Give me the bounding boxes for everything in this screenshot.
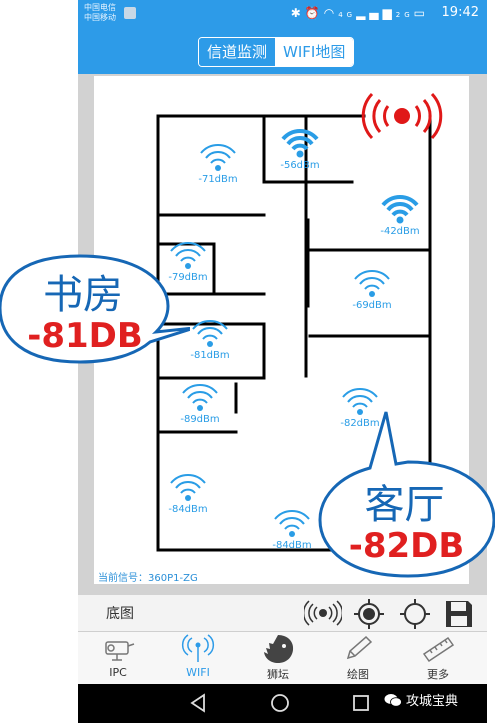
signal-label: -42dBm [380,226,420,237]
watermark-text: 攻城宝典 [406,694,459,709]
signal-bars-icon: ▂▄▆ [356,6,396,20]
tab-ipc[interactable]: IPC [78,632,158,685]
recents-icon[interactable] [350,692,372,714]
signal-marker[interactable]: -84dBm [264,508,320,551]
wifi-antenna-icon [181,634,215,662]
lion-icon [264,635,294,663]
save-icon[interactable] [444,599,474,629]
signal-marker[interactable]: -82dBm [332,386,388,429]
wifi-weak-icon [170,241,206,269]
current-signal-label: 当前信号：360P1-ZG [98,573,198,584]
signal-label: -84dBm [272,540,312,551]
tab-channel-monitor[interactable]: 信道监测 [199,38,276,66]
pencil-icon [346,635,373,660]
bluetooth-icon: ✱ [290,6,305,20]
app-bar: 信道监测 WIFI地图 [78,30,487,74]
clock: 19:42 [441,5,479,20]
signal-label: -69dBm [352,300,392,311]
tab-draw[interactable]: 绘图 [318,632,398,685]
callout-living-room-value: -82DB [348,526,465,566]
tab-ipc-label: IPC [109,666,127,679]
carrier-1: 中国电信 [84,3,116,12]
signal-label: -56dBm [280,160,320,171]
bottom-tab-bar: IPC WIFI 狮坛 绘图 更多 [78,631,487,684]
signal-marker[interactable]: -84dBm [160,472,216,515]
ruler-icon [422,636,455,663]
wifi-strong-icon [381,194,419,224]
watermark: 攻城宝典 [384,690,458,709]
signal-marker[interactable]: -81dBm [182,318,238,361]
signal-label: -84dBm [168,504,208,515]
crosshair-icon[interactable] [400,599,430,629]
wifi-status-icon: ◠ [323,6,339,20]
tab-draw-label: 绘图 [347,668,369,681]
signal-marker[interactable]: -56dBm [272,128,328,171]
wifi-strong-icon [281,128,319,158]
net-badge-1: 4G [338,11,357,19]
callout-living-room-name: 客厅 [364,482,445,528]
signal-waves-icon[interactable] [304,599,342,627]
signal-label: -71dBm [198,174,238,185]
signal-marker[interactable]: -42dBm [372,194,428,237]
map-area: -71dBm -56dBm -42dBm -79dBm -69dBm -81dB… [78,74,487,595]
status-bar: 中国电信 中国移动 ✱⏰◠4G▂▄▆2G▭ 19:42 [78,0,487,30]
signal-label: -82dBm [340,418,380,429]
signal-marker[interactable]: -69dBm [344,268,400,311]
signal-label: -89dBm [180,414,220,425]
basemap-button[interactable]: 底图 [106,606,134,622]
tab-wifi-label: WIFI [186,666,210,679]
floor-plan [156,92,443,552]
battery-icon: ▭ [413,6,429,20]
tab-more[interactable]: 更多 [398,632,478,685]
target-filled-icon[interactable] [354,599,384,629]
callout-study-value: -81DB [27,316,143,356]
signal-label: -81dBm [190,350,230,361]
tab-more-label: 更多 [427,668,449,681]
wechat-icon [384,694,402,707]
signal-label: -79dBm [168,272,208,283]
system-nav-bar [78,684,487,723]
status-icons: ✱⏰◠4G▂▄▆2G▭ [291,6,429,20]
wifi-weak-icon [274,509,310,537]
wifi-weak-icon [182,383,218,411]
wifi-weak-icon [192,319,228,347]
callout-study-room: 书房 [43,272,123,318]
tab-wifi-map[interactable]: WIFI地图 [275,38,354,66]
wifi-weak-icon [354,269,390,297]
signal-marker[interactable]: -79dBm [160,240,216,283]
callout-living-room-shape [318,411,495,578]
callout-study-shape [0,254,190,364]
carrier-names: 中国电信 中国移动 [84,3,116,23]
signal-marker[interactable]: -89dBm [172,382,228,425]
router-icon [361,92,443,140]
back-icon[interactable] [188,692,210,714]
notification-icon [124,7,136,19]
carrier-2: 中国移动 [84,13,116,22]
home-icon[interactable] [269,692,291,714]
alarm-icon: ⏰ [304,6,324,20]
map-toolbar: 底图 [78,595,487,631]
camera-icon [105,641,135,661]
wifi-weak-icon [200,143,236,171]
wifi-weak-icon [170,473,206,501]
mode-switch: 信道监测 WIFI地图 [198,37,355,67]
tab-lion-forum[interactable]: 狮坛 [238,632,318,685]
wifi-weak-icon [342,387,378,415]
callout-living-room: 客厅 -82DB [318,410,495,580]
tab-lion-forum-label: 狮坛 [267,668,289,681]
callout-study: 书房 -81DB [0,250,190,380]
net-badge-2: 2G [395,11,414,19]
tab-wifi[interactable]: WIFI [158,632,238,685]
signal-marker[interactable]: -71dBm [190,142,246,185]
